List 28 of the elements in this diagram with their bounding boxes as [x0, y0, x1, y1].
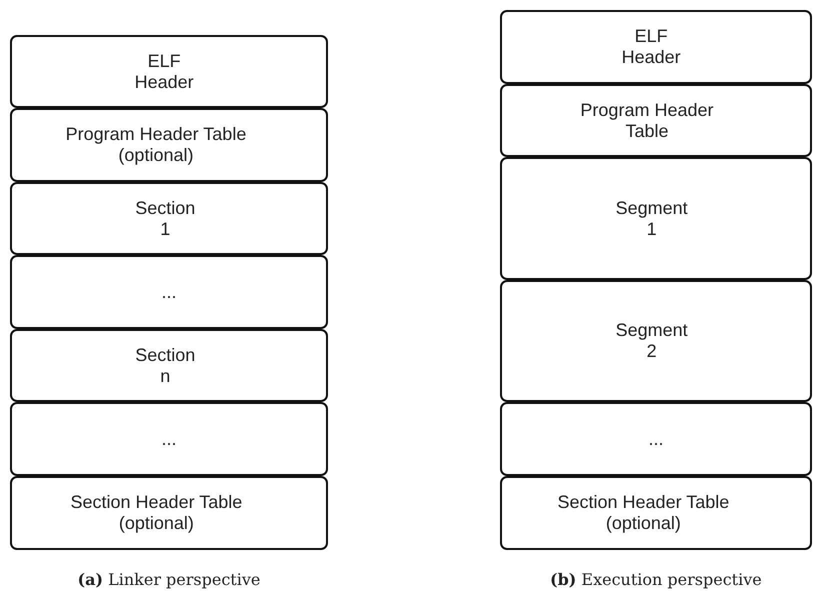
- block-label: ELF Header: [134, 50, 195, 92]
- layout-block: [500, 157, 812, 280]
- subfigure-caption: (b) Execution perspective: [550, 570, 762, 589]
- block-label: ...: [648, 428, 662, 450]
- block-label: ELF Header: [620, 26, 682, 68]
- block-label: Program Header Table (optional): [64, 124, 248, 166]
- layout-block: [10, 108, 328, 182]
- block-label: Segment 1: [614, 198, 689, 240]
- subfigure-caption: (a) Linker perspective: [78, 570, 260, 589]
- layout-block: [500, 84, 812, 157]
- layout-block: [10, 476, 328, 550]
- block-label: ...: [161, 428, 175, 450]
- layout-block: [10, 402, 328, 476]
- block-label: Program Header Table: [579, 100, 714, 142]
- layout-block: [500, 476, 812, 550]
- layout-block: [10, 182, 328, 255]
- block-label: Section Header Table (optional): [556, 492, 730, 534]
- layout-block: [500, 10, 812, 84]
- layout-block: [10, 35, 328, 108]
- block-label: Segment 2: [614, 320, 689, 362]
- layout-block: [10, 329, 328, 402]
- layout-block: [10, 255, 328, 329]
- layout-block: [500, 280, 812, 402]
- block-label: Section 1: [134, 198, 196, 240]
- block-label: Section Header Table (optional): [70, 492, 244, 534]
- layout-block: [500, 402, 812, 476]
- block-label: ...: [161, 282, 175, 302]
- block-label: Section n: [134, 344, 196, 386]
